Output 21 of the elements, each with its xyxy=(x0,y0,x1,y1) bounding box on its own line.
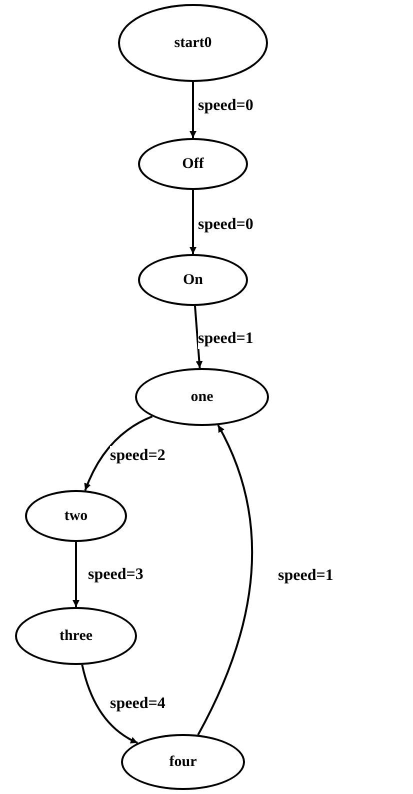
edge-label: speed=0 xyxy=(198,215,254,235)
arrow xyxy=(197,424,253,736)
state-name: four xyxy=(169,752,197,772)
arrow xyxy=(190,190,196,254)
edge-label: speed=2 xyxy=(110,446,166,466)
edge-label: speed=0 xyxy=(198,96,254,116)
state-name: one xyxy=(190,388,214,407)
arrow xyxy=(194,306,203,368)
arrow xyxy=(190,82,196,138)
state-name: two xyxy=(64,506,88,526)
arrow xyxy=(84,416,153,491)
state-name: three xyxy=(59,626,93,646)
state-name: Off xyxy=(182,154,204,174)
arrow xyxy=(72,542,80,607)
edge-label: speed=4 xyxy=(110,694,166,714)
state-name: start0 xyxy=(174,34,212,53)
edge-label: speed=3 xyxy=(88,565,144,585)
edge-label: speed=1 xyxy=(198,329,254,349)
state-name: On xyxy=(182,270,203,290)
edge-label: speed=1 xyxy=(278,566,334,586)
arrow xyxy=(81,664,138,744)
